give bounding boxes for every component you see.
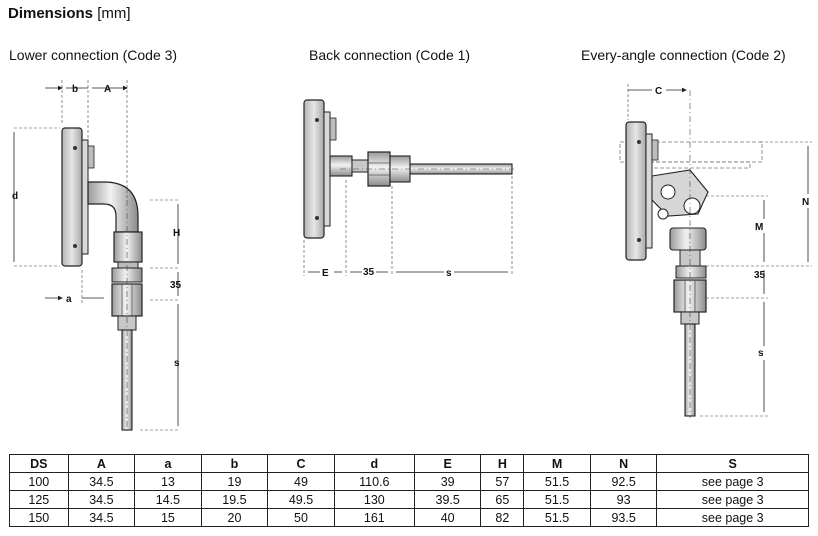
every-dim-C: C [655, 86, 662, 97]
lower-dim-35: 35 [170, 280, 182, 291]
every-dim-s: s [758, 348, 764, 359]
table-cell: 14.5 [134, 490, 202, 509]
lower-dim-d: d [12, 191, 18, 202]
lower-dim-a: a [66, 294, 72, 305]
col-header-a-upper: A [67, 454, 136, 473]
col-header-m: M [523, 454, 591, 473]
table-cell: 34.5 [67, 472, 136, 491]
table-cell: 51.5 [523, 508, 591, 527]
table-cell: 49.5 [267, 490, 335, 509]
lower-dim-H: H [173, 228, 180, 239]
lower-connection-drawing: b A d a H 35 s [12, 80, 182, 432]
lower-dim-A: A [104, 84, 111, 95]
table-cell: 50 [267, 508, 335, 527]
every-angle-connection-drawing: C N M 35 s [619, 84, 814, 418]
table-cell: 51.5 [523, 472, 591, 491]
section-title: Dimensions [8, 5, 94, 22]
dimensions-table: DS A a b C d E H M N S 100 34.5 13 19 49… [9, 454, 809, 527]
table-row: 100 34.5 13 19 49 110.6 39 57 51.5 92.5 … [9, 472, 809, 491]
table-cell: 39 [413, 472, 482, 491]
back-connection-drawing: E 35 s [303, 99, 514, 279]
lower-connection-title: Lower connection (Code 3) [9, 47, 178, 63]
table-cell: 92.5 [589, 472, 658, 491]
back-dim-E: E [322, 268, 329, 279]
table-cell: 40 [413, 508, 482, 527]
section-heading: Dimensions [mm] [8, 5, 131, 22]
table-cell: 93.5 [589, 508, 658, 527]
table-cell: 15 [134, 508, 202, 527]
table-header-row: DS A a b C d E H M N S [9, 454, 809, 473]
col-header-ds: DS [9, 454, 69, 473]
table-cell: 161 [333, 508, 415, 527]
back-connection-title: Back connection (Code 1) [309, 47, 471, 63]
every-dim-M: M [755, 222, 763, 233]
table-cell: 13 [134, 472, 202, 491]
table-cell: 110.6 [333, 472, 415, 491]
table-row: 150 34.5 15 20 50 161 40 82 51.5 93.5 se… [9, 508, 809, 527]
table-cell: 19 [200, 472, 269, 491]
table-cell: see page 3 [656, 508, 809, 527]
table-cell: 34.5 [67, 490, 136, 509]
table-cell: 93 [589, 490, 658, 509]
table-cell: 19.5 [200, 490, 269, 509]
technical-drawings: b A d a H 35 s E 35 s [12, 80, 814, 432]
table-cell: 57 [480, 472, 525, 491]
table-cell: 150 [9, 508, 69, 527]
table-row: 125 34.5 14.5 19.5 49.5 130 39.5 65 51.5… [9, 490, 809, 509]
every-angle-connection-title: Every-angle connection (Code 2) [581, 47, 786, 63]
table-cell: 100 [9, 472, 69, 491]
col-header-n: N [589, 454, 658, 473]
col-header-b: b [200, 454, 269, 473]
col-header-a-lower: a [134, 454, 202, 473]
table-cell: 125 [9, 490, 69, 509]
every-dim-35: 35 [754, 270, 766, 281]
col-header-e: E [413, 454, 482, 473]
table-cell: 51.5 [523, 490, 591, 509]
table-cell: 65 [480, 490, 525, 509]
table-cell: 39.5 [413, 490, 482, 509]
section-unit: [mm] [97, 5, 131, 22]
lower-dim-s: s [174, 358, 180, 369]
every-dim-N: N [802, 197, 809, 208]
col-header-h: H [480, 454, 525, 473]
lower-dim-b: b [72, 84, 78, 95]
table-cell: 130 [333, 490, 415, 509]
table-cell: see page 3 [656, 490, 809, 509]
col-header-d: d [333, 454, 415, 473]
table-cell: 20 [200, 508, 269, 527]
col-header-s: S [656, 454, 809, 473]
back-dim-35: 35 [363, 267, 375, 278]
table-cell: 82 [480, 508, 525, 527]
col-header-c: C [267, 454, 335, 473]
back-dim-s: s [446, 268, 452, 279]
table-cell: 34.5 [67, 508, 136, 527]
table-cell: see page 3 [656, 472, 809, 491]
table-cell: 49 [267, 472, 335, 491]
